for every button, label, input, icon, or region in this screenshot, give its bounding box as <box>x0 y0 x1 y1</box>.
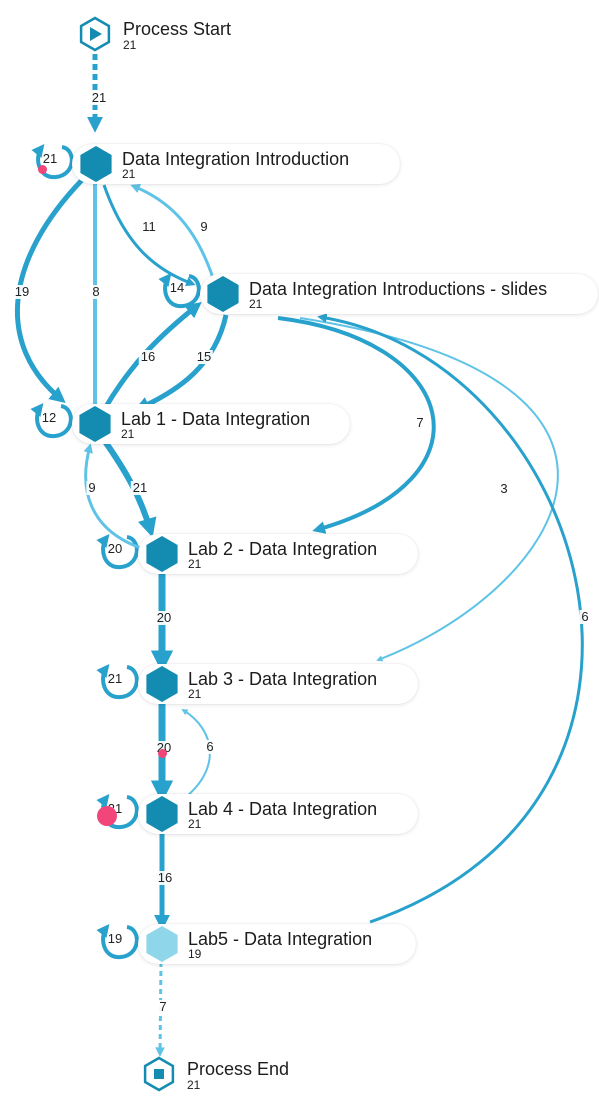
node-label-lab2: Lab 2 - Data Integration <box>188 539 378 559</box>
node-count-slides: 21 <box>249 297 263 311</box>
process-start-label: Process Start <box>123 19 232 39</box>
intro-self-loop[interactable] <box>31 143 74 180</box>
lab2-self-loop[interactable] <box>96 533 139 570</box>
edge-count-slides-lab3: 3 <box>498 481 510 496</box>
slides-self-loop[interactable] <box>158 272 201 309</box>
hexagon-icon[interactable] <box>142 664 182 704</box>
edge-count-lab2-lab1: 9 <box>86 480 98 495</box>
edge-slides-lab2[interactable] <box>277 316 436 534</box>
edge-count-lab4-lab5: 16 <box>155 870 175 885</box>
hexagon-icon[interactable] <box>142 794 182 834</box>
edge-count-intro-slides: 11 <box>140 219 158 234</box>
node-label-intro: Data Integration Introduction <box>122 149 350 169</box>
edge-count-lab1-slides: 16 <box>138 349 158 364</box>
edge-count-lab5-end: 7 <box>157 999 169 1014</box>
self-loop-count-lab5: 19 <box>107 931 123 946</box>
edge-count-lab5-slides: 6 <box>579 609 591 624</box>
hexagon-icon[interactable] <box>203 274 243 314</box>
lab3-marker-dot <box>157 748 167 758</box>
lab3-self-loop[interactable] <box>96 663 139 700</box>
edge-lab2-lab1[interactable] <box>83 443 142 550</box>
edge-count-lab1-intro: 8 <box>90 284 102 299</box>
process-end-label: Process End <box>187 1059 290 1079</box>
lab5-self-loop[interactable] <box>96 923 139 960</box>
edge-lab5-slides[interactable] <box>317 313 584 924</box>
node-card-lab2[interactable] <box>138 534 418 574</box>
node-count-lab3: 21 <box>188 687 202 701</box>
hexagon-icon[interactable] <box>142 924 182 964</box>
hexagon-icon[interactable] <box>76 144 116 184</box>
hexagon-icon[interactable] <box>75 404 115 444</box>
node-label-slides: Data Integration Introductions - slides <box>249 279 548 299</box>
node-count-lab4: 21 <box>188 817 202 831</box>
node-card-lab4[interactable] <box>138 794 418 834</box>
process-start-count: 21 <box>123 38 137 52</box>
node-label-lab4: Lab 4 - Data Integration <box>188 799 378 819</box>
edge-count-lab4-lab3: 6 <box>204 739 216 754</box>
edge-count-slides-intro: 9 <box>198 219 210 234</box>
self-loop-count-lab3: 21 <box>107 671 123 686</box>
node-count-lab2: 21 <box>188 557 202 571</box>
hexagon-icon[interactable] <box>142 534 182 574</box>
edge-lab4-lab3[interactable] <box>181 709 211 801</box>
node-count-lab5: 19 <box>188 947 202 961</box>
node-card-slides[interactable] <box>200 274 598 314</box>
node-card-lab1[interactable] <box>72 404 350 444</box>
edge-count-slides-lab2: 7 <box>414 415 426 430</box>
edge-intro-slides[interactable] <box>102 184 196 287</box>
node-label-lab5: Lab5 - Data Integration <box>188 929 373 949</box>
self-loop-count-slides: 14 <box>169 280 185 295</box>
lab4-marker-dot <box>97 806 117 826</box>
node-card-intro[interactable] <box>72 144 400 184</box>
edge-intro-lab1[interactable] <box>15 178 84 404</box>
node-card-lab5[interactable] <box>138 924 416 964</box>
edge-count-intro-lab1: 19 <box>12 284 32 299</box>
edge-count-lab2-lab3: 20 <box>154 610 174 625</box>
edge-slides-intro[interactable] <box>130 184 215 279</box>
node-count-intro: 21 <box>122 167 136 181</box>
self-loop-count-lab2: 20 <box>107 541 123 556</box>
process-end-count: 21 <box>187 1078 201 1092</box>
edge-slides-lab3[interactable] <box>299 317 559 662</box>
self-loop-count-lab1: 12 <box>41 410 57 425</box>
edge-count-start-intro: 21 <box>89 90 109 105</box>
edge-slides-lab1[interactable] <box>133 314 229 412</box>
edge-count-slides-lab1: 15 <box>194 349 214 364</box>
node-label-lab1: Lab 1 - Data Integration <box>121 409 311 429</box>
play-icon[interactable] <box>75 14 115 54</box>
node-count-lab1: 21 <box>121 427 135 441</box>
self-loop-count-intro: 21 <box>42 151 58 166</box>
edge-count-lab1-lab2: 21 <box>130 480 150 495</box>
intro-marker-dot <box>37 164 47 174</box>
node-label-lab3: Lab 3 - Data Integration <box>188 669 378 689</box>
lab1-self-loop[interactable] <box>30 402 73 439</box>
stop-icon[interactable] <box>139 1054 179 1094</box>
node-card-lab3[interactable] <box>138 664 418 704</box>
